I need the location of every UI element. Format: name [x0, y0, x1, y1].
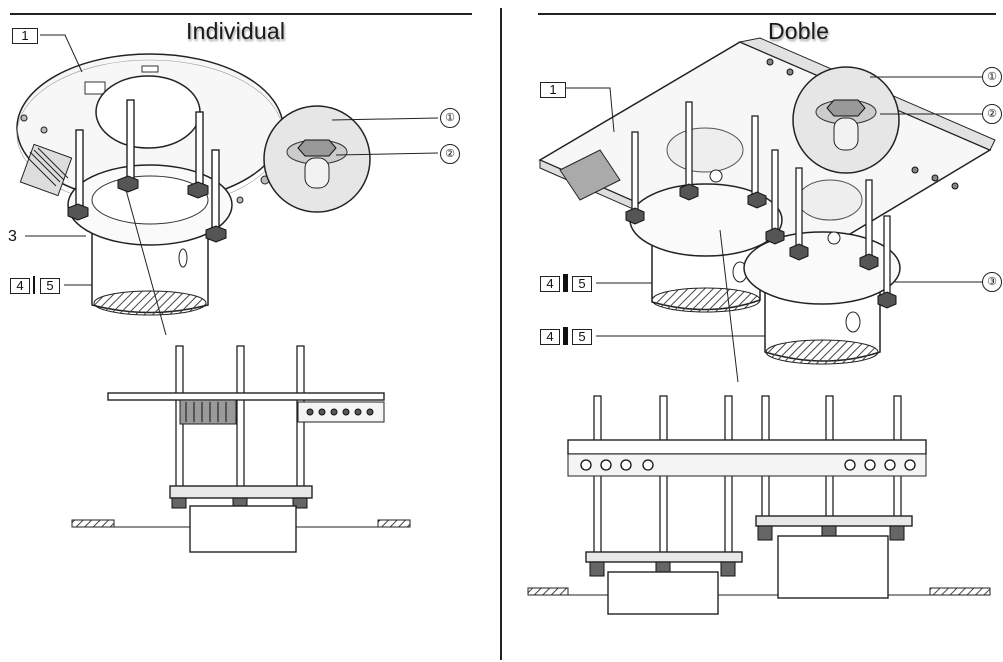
right-label-part4-bottom: 4 — [540, 329, 560, 345]
right-label-part4-top: 4 — [540, 276, 560, 292]
left-callout-1: ① — [440, 108, 460, 128]
right-label-part5-top: 5 — [572, 276, 592, 292]
left-label-part3: 3 — [8, 228, 17, 245]
center-divider — [500, 8, 502, 660]
left-label-separator — [33, 276, 35, 294]
right-title: Doble — [768, 18, 830, 44]
left-label-part1: 1 — [12, 28, 38, 44]
right-label-separator-top — [563, 274, 568, 292]
left-label-part4: 4 — [10, 278, 30, 294]
right-callout-1: ① — [982, 67, 1002, 87]
left-title-rule — [10, 13, 472, 15]
right-callout-3: ③ — [982, 272, 1002, 292]
right-label-part5-bottom: 5 — [572, 329, 592, 345]
left-label-part5: 5 — [40, 278, 60, 294]
left-title: Individual — [186, 18, 286, 44]
left-callout-2: ② — [440, 144, 460, 164]
right-label-separator-bottom — [563, 327, 568, 345]
right-title-rule — [538, 13, 996, 15]
right-callout-2: ② — [982, 104, 1002, 124]
right-label-part1: 1 — [540, 82, 566, 98]
